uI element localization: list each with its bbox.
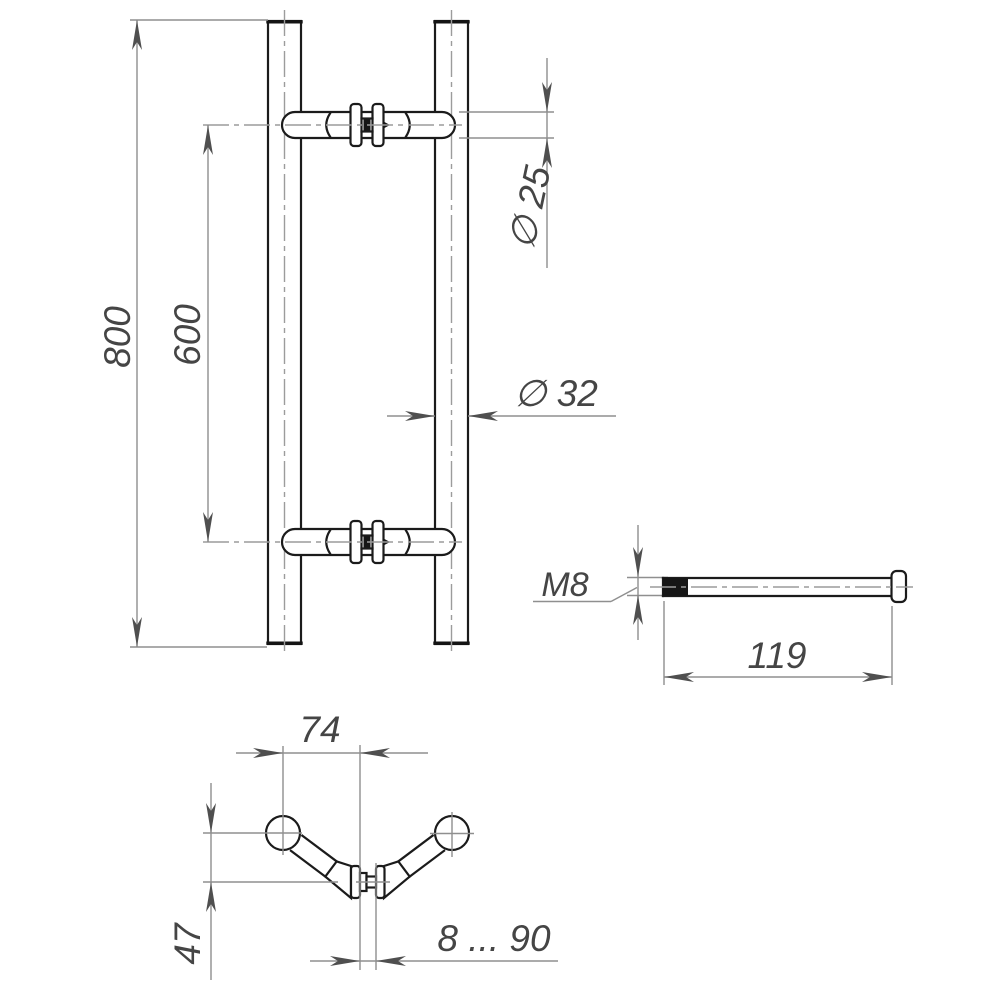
bolt-view: M8 119 <box>533 525 913 685</box>
arrowhead-down <box>206 803 216 833</box>
dim-vertical-offset: 47 <box>167 783 216 980</box>
arrowhead-right <box>862 672 892 682</box>
dim-m8-label: M8 <box>541 566 588 604</box>
dim-600-label: 600 <box>167 304 208 366</box>
dim-clamping-range: 8 ... 90 <box>310 918 558 966</box>
dim-800-label: 800 <box>97 306 138 368</box>
dim-119-label: 119 <box>748 635 807 676</box>
arrowhead-left <box>376 956 406 966</box>
dim-bolt-length: 119 <box>663 601 893 685</box>
right-arm <box>408 849 446 879</box>
left-cone <box>323 860 353 901</box>
dim-47-label: 47 <box>167 922 208 965</box>
arrowhead-left <box>468 411 498 421</box>
dim-horizontal-offset: 74 <box>236 709 428 758</box>
arrowhead-up <box>132 20 142 50</box>
arrowhead-right <box>253 748 283 758</box>
arrowhead-up <box>542 138 552 168</box>
dim-tube-diameter: ∅ 32 <box>387 373 616 421</box>
dim-centers-distance: 600 <box>167 125 213 542</box>
dim-thread: M8 <box>533 525 643 640</box>
dim-8-90-label: 8 ... 90 <box>437 918 551 959</box>
right-cone <box>382 860 412 901</box>
dim-25-label: ∅ 25 <box>501 162 559 253</box>
dim-74-label: 74 <box>299 709 340 750</box>
arrowhead-down <box>203 512 213 542</box>
arrowhead-right <box>405 411 435 421</box>
arrowhead-down <box>542 82 552 112</box>
arrowhead-up <box>203 125 213 155</box>
dim-overall-length: 800 <box>97 19 268 648</box>
arrowhead-left <box>360 748 390 758</box>
dim-grip-diameter: ∅ 25 <box>459 58 559 268</box>
front-view <box>203 10 470 653</box>
left-arm <box>289 849 327 879</box>
arrowhead-down <box>633 547 643 577</box>
top-view: 74 47 8 ... 90 <box>167 709 558 980</box>
dim-32-label: ∅ 32 <box>514 373 598 414</box>
arrowhead-down <box>132 617 142 647</box>
arrowhead-up <box>206 882 216 912</box>
arrowhead-up <box>633 595 643 625</box>
arrowhead-right <box>330 956 360 966</box>
arrowhead-left <box>664 672 694 682</box>
